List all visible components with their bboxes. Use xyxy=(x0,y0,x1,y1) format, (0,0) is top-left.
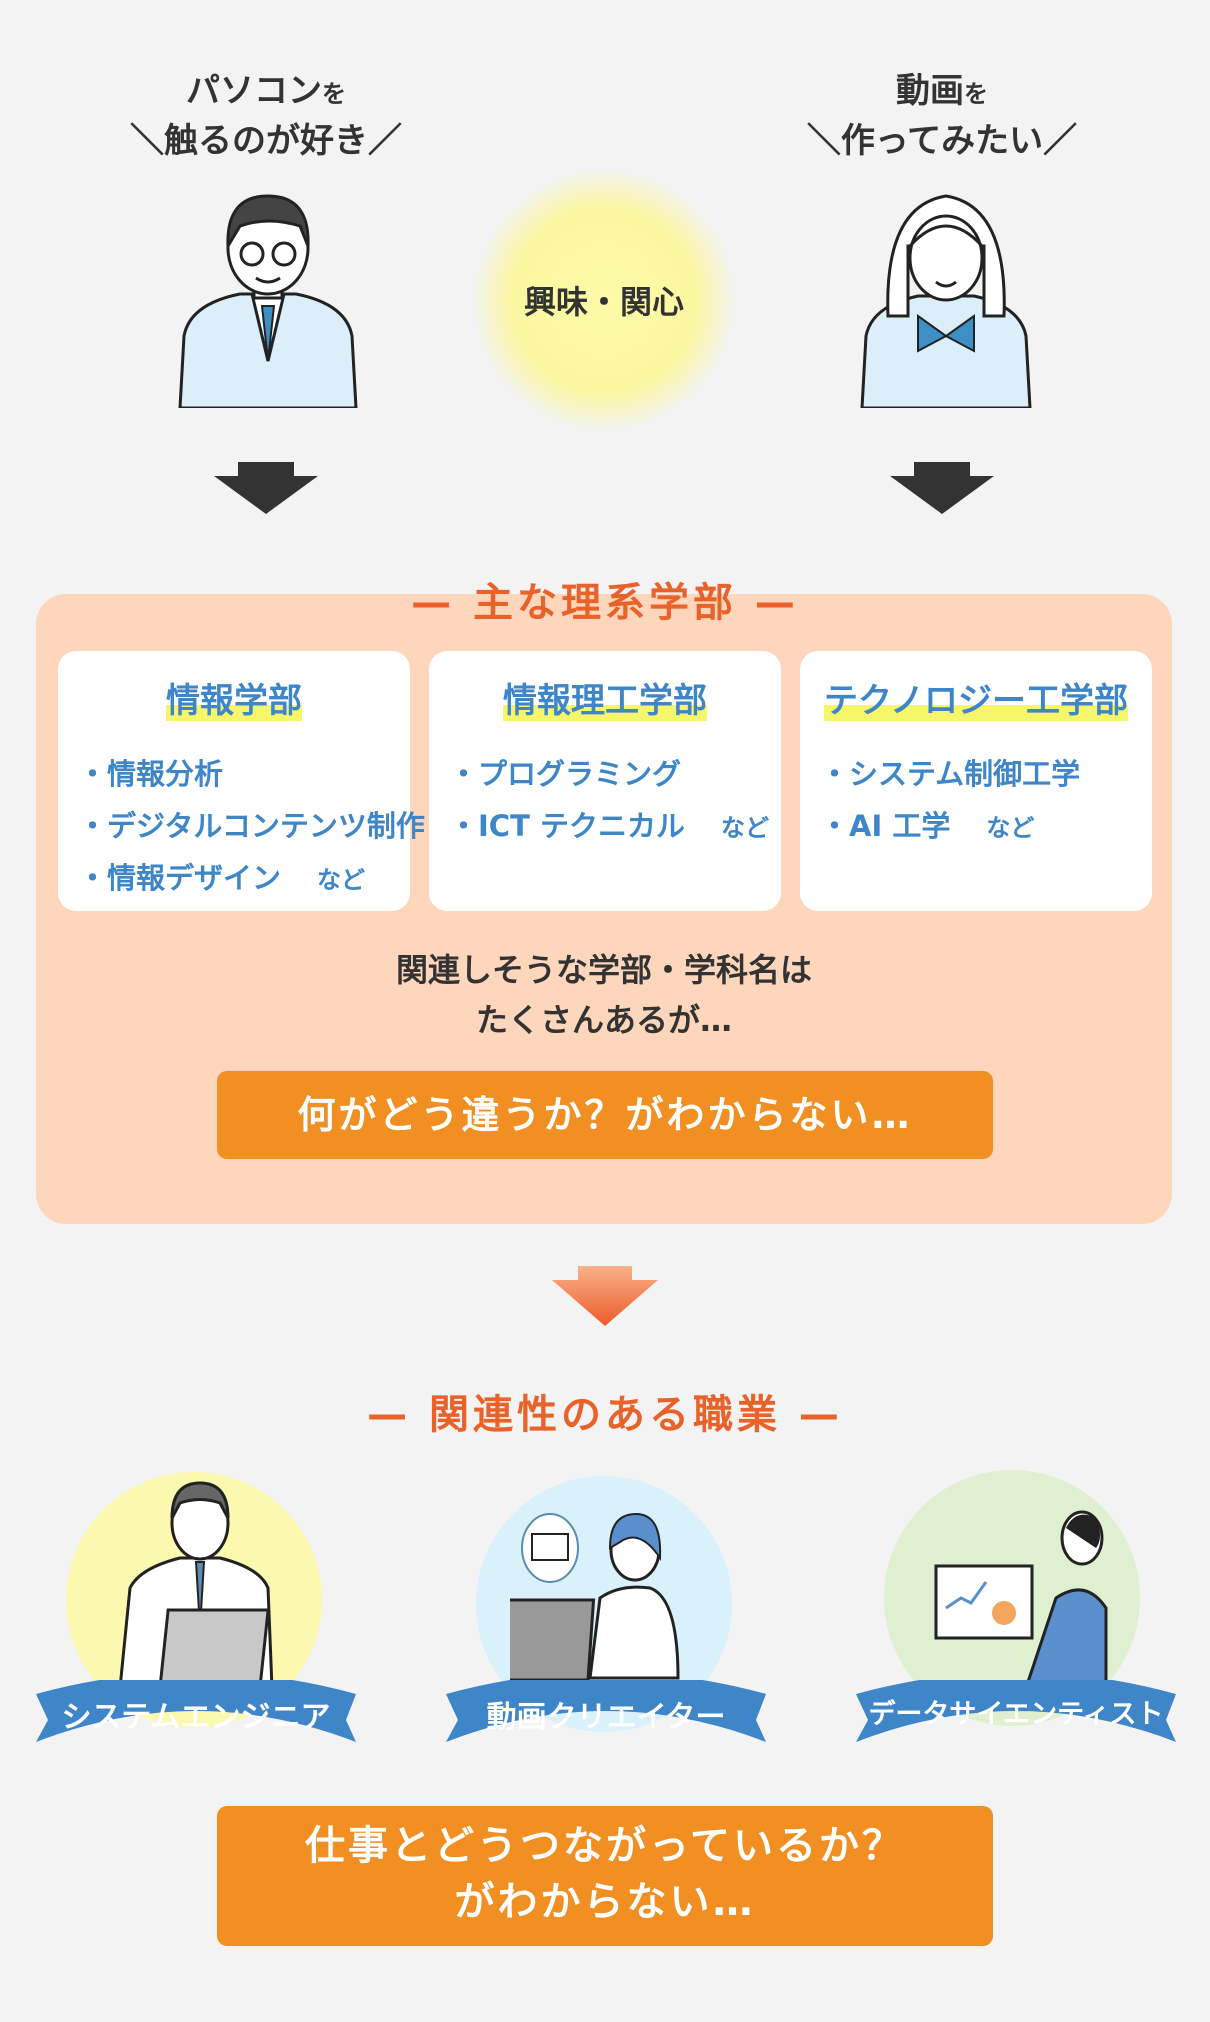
speech-text: 作ってみたい xyxy=(840,121,1044,161)
problem-text: 何がどう違うか？がわからない… xyxy=(297,1093,913,1137)
faculty-title: テクノロジー工学部 xyxy=(824,681,1128,721)
etc-label: など xyxy=(317,866,366,894)
down-arrow-left xyxy=(214,462,318,514)
data-scientist-illustration xyxy=(934,1510,1108,1688)
etc-label: など xyxy=(986,814,1035,842)
speech-particle: を xyxy=(964,80,988,108)
faculty-item: システム制御工学 xyxy=(820,748,1132,800)
etc-label: など xyxy=(720,814,769,842)
careers-heading: — 関連性のある職業 — xyxy=(367,1392,843,1438)
speech-text: パソコン xyxy=(186,71,322,111)
career-label: データサイエンティスト xyxy=(868,1699,1164,1730)
left-speech: パソコンを ＼触るのが好き／ xyxy=(130,71,402,161)
faculty-title: 情報理工学部 xyxy=(503,681,707,721)
career-ribbon: 動画クリエイター xyxy=(446,1680,766,1752)
faculty-item: プログラミング xyxy=(449,748,761,800)
male-student-illustration xyxy=(178,194,358,408)
speech-text: 触るのが好き xyxy=(164,121,368,161)
interest-label: 興味・関心 xyxy=(523,283,684,321)
right-speech: 動画を ＼作ってみたい／ xyxy=(806,71,1078,161)
interest-glow: 興味・関心 xyxy=(474,170,734,430)
note-line: たくさんあるが… xyxy=(475,1001,732,1039)
faculties-problem-banner: 何がどう違うか？がわからない… xyxy=(217,1071,993,1159)
faculty-title: 情報学部 xyxy=(166,681,302,721)
note-line: 関連しそうな学部・学科名は xyxy=(395,951,812,989)
creator-illustration xyxy=(510,1512,680,1682)
engineer-illustration xyxy=(118,1481,274,1688)
faculty-item: 情報分析 xyxy=(78,748,390,800)
speech-particle: を xyxy=(322,80,346,108)
career-label: システムエンジニア xyxy=(61,1700,331,1735)
faculty-item: デジタルコンテンツ制作 xyxy=(78,800,425,852)
female-student-illustration xyxy=(860,194,1032,408)
career-ribbon: システムエンジニア xyxy=(36,1680,356,1752)
problem-text: がわからない… xyxy=(454,1879,756,1925)
careers-heading-text: 関連性のある職業 xyxy=(429,1392,781,1438)
faculties-heading: — 主な理系学部 — xyxy=(411,580,799,626)
career-label: 動画クリエイター xyxy=(486,1700,726,1735)
down-arrow-orange xyxy=(552,1266,658,1326)
down-arrow-right xyxy=(890,462,994,514)
faculties-note: 関連しそうな学部・学科名は たくさんあるが… xyxy=(36,945,1172,1045)
careers-problem-banner: 仕事とどうつながっているか？ がわからない… xyxy=(217,1806,993,1946)
faculties-heading-text: 主な理系学部 xyxy=(473,580,737,626)
problem-text: 仕事とどうつながっているか？ xyxy=(305,1823,905,1869)
career-ribbon: データサイエンティスト xyxy=(856,1680,1176,1752)
speech-text: 動画 xyxy=(896,71,964,111)
